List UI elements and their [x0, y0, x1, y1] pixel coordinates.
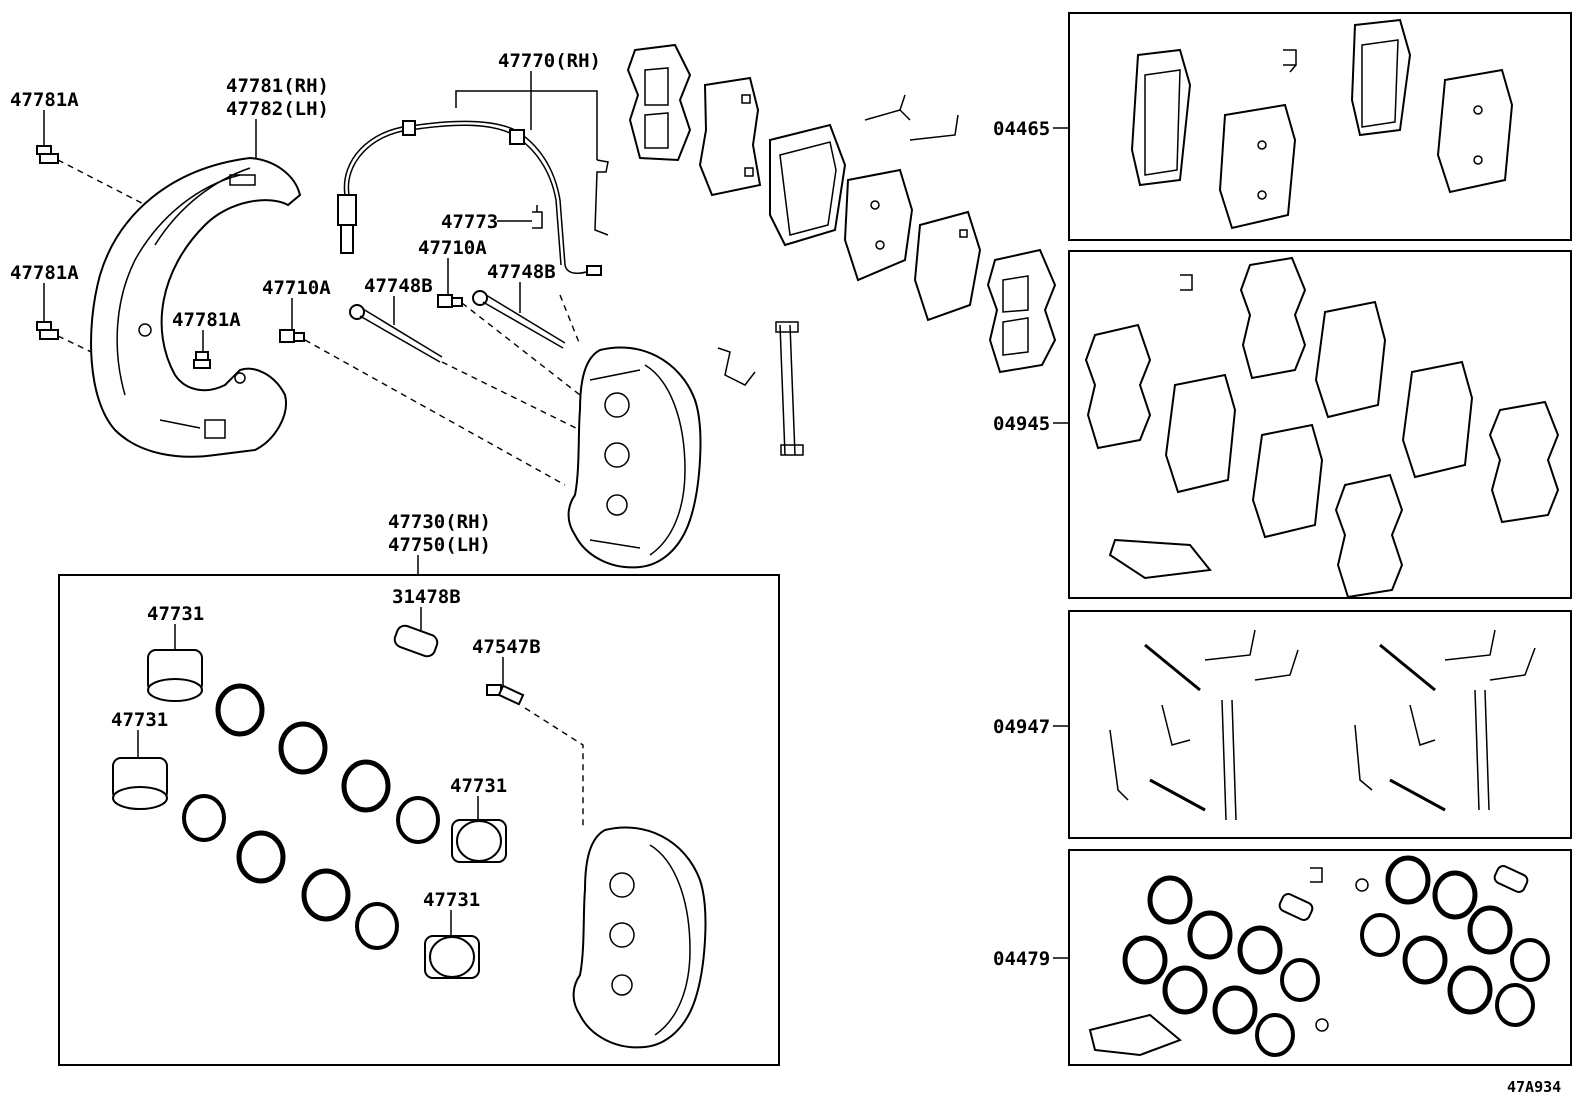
label-47730-rh: 47730(RH)	[388, 511, 491, 533]
label-47731-bottom: 47731	[423, 889, 480, 911]
caliper-lower	[572, 826, 707, 1049]
label-47781a-inner: 47781A	[172, 309, 241, 331]
diagram-id: 47A934	[1507, 1078, 1561, 1096]
label-47773: 47773	[441, 211, 498, 233]
piston-left	[112, 757, 168, 810]
kit-box-shims	[1068, 250, 1572, 599]
pad-shim-1	[626, 43, 692, 162]
label-47770: 47770(RH)	[498, 50, 601, 72]
label-47750-lh: 47750(LH)	[388, 534, 491, 556]
dust-cover	[90, 156, 302, 458]
kit-04479-seals	[1088, 855, 1550, 1057]
pin-47748b-left	[349, 304, 443, 363]
piston-bottom	[424, 935, 480, 979]
piston-top	[147, 649, 203, 702]
bleeder-plug-47547b	[486, 684, 525, 706]
kit-04465-pad-a	[1130, 48, 1192, 187]
bushing-31478b	[393, 624, 439, 658]
bolt-47781a-mid	[36, 321, 59, 340]
label-04479: 04479	[993, 948, 1050, 970]
bolt-47781a-top	[36, 145, 59, 164]
leader-47770	[455, 90, 598, 160]
label-31478b: 31478B	[392, 586, 461, 608]
pad-plate-1	[698, 76, 762, 197]
pad-shim-2	[986, 248, 1057, 374]
clip-left	[717, 347, 756, 386]
kit-04465-plate-a	[1218, 103, 1297, 230]
label-47781a-top: 47781A	[10, 89, 79, 111]
kit-04465-plate-b	[1436, 68, 1514, 194]
label-47748b-right: 47748B	[487, 261, 556, 283]
kit-box-pads	[1068, 12, 1572, 241]
label-04465: 04465	[993, 118, 1050, 140]
label-47710a-left: 47710A	[262, 277, 331, 299]
clip-47773	[532, 205, 543, 229]
pad-plate-3	[913, 210, 982, 322]
label-47782-lh: 47782(LH)	[226, 98, 329, 120]
seal-set	[182, 683, 440, 950]
label-47731-left: 47731	[111, 709, 168, 731]
sensor-wire	[337, 120, 602, 276]
bleeder-47710a-mid	[437, 294, 463, 308]
kit-04465-clip	[1283, 49, 1297, 73]
bleeder-47710a-left	[279, 329, 305, 343]
pad-pin-clip	[775, 321, 804, 456]
kit-04465-pad-b	[1350, 18, 1412, 137]
spring-1	[864, 94, 911, 121]
dash-wire	[559, 294, 581, 346]
bolt-47781a-inner	[193, 351, 211, 369]
label-47731-top: 47731	[147, 603, 204, 625]
label-04947: 04947	[993, 716, 1050, 738]
label-47781-rh: 47781(RH)	[226, 75, 329, 97]
pad-plate-2	[843, 168, 914, 282]
dash-bleeder-mid	[461, 302, 581, 396]
piston-right	[451, 819, 507, 863]
caliper-upper	[567, 346, 702, 569]
wire-clip	[594, 159, 609, 236]
label-47710a-mid: 47710A	[418, 237, 487, 259]
dash-pin-left	[441, 361, 581, 431]
kit-box-caliper	[58, 574, 780, 1066]
dash-bleeder-left	[304, 339, 566, 486]
pin-47748b-right	[472, 290, 566, 349]
dash-bleeder-plug	[524, 707, 584, 830]
kit-box-fitting	[1068, 610, 1572, 839]
label-47781a-mid: 47781A	[10, 262, 79, 284]
kit-04947-hardware	[1109, 629, 1536, 821]
label-47748b-left: 47748B	[364, 275, 433, 297]
label-04945: 04945	[993, 413, 1050, 435]
spring-2	[909, 114, 959, 141]
label-47731-right: 47731	[450, 775, 507, 797]
kit-04945-shims	[1084, 256, 1560, 599]
pad-1	[769, 123, 847, 247]
label-47547b: 47547B	[472, 636, 541, 658]
